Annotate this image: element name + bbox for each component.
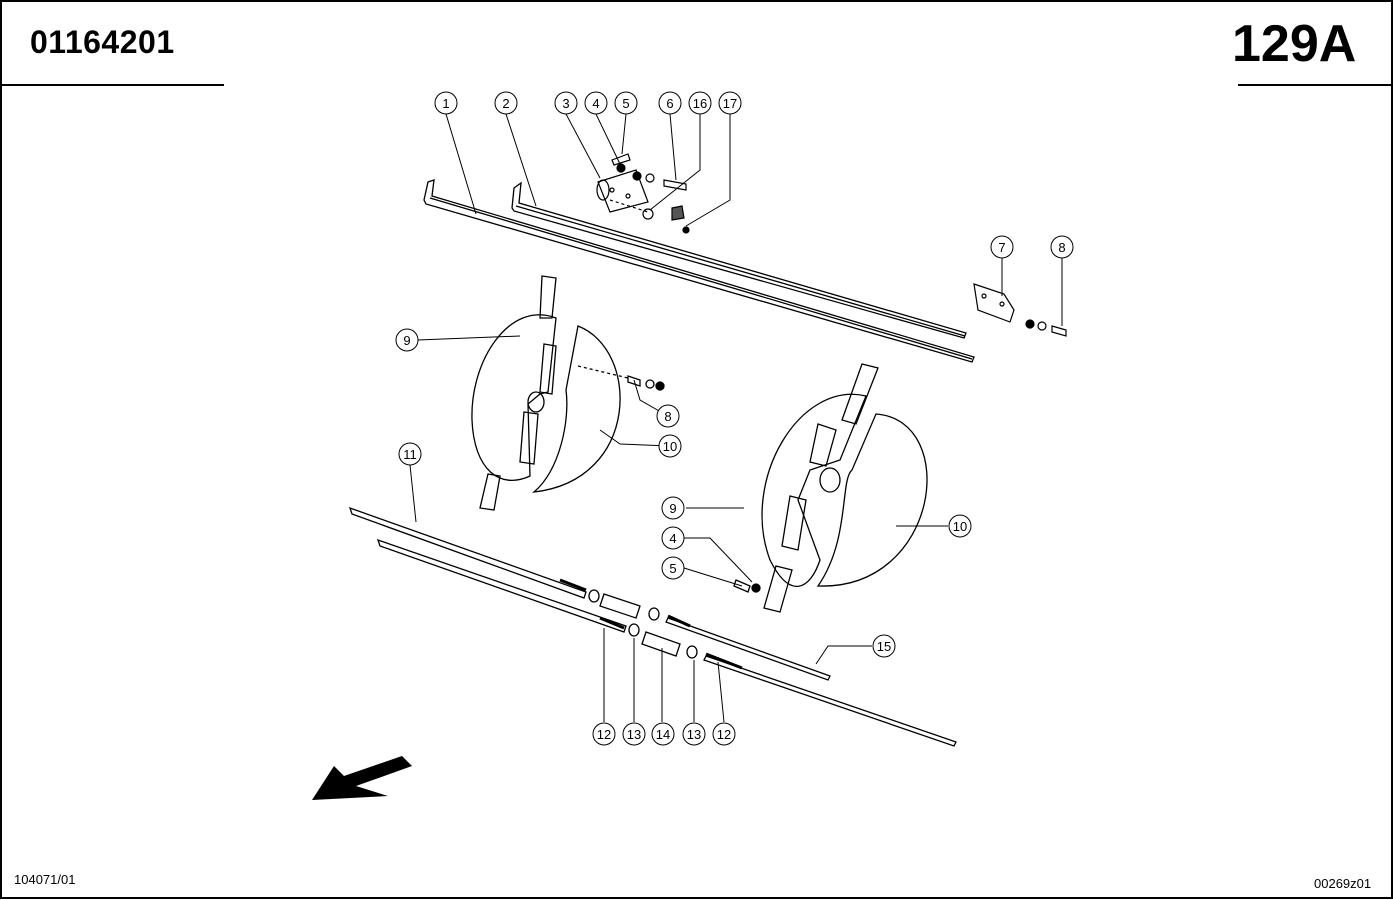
- page-code: 129A: [1232, 15, 1357, 73]
- callout-10: 10: [948, 514, 972, 538]
- svg-text:2: 2: [502, 96, 509, 111]
- svg-text:11: 11: [403, 447, 417, 462]
- leader-lines: [409, 113, 1063, 723]
- callout-4: 4: [584, 91, 608, 115]
- callout-5: 5: [614, 91, 638, 115]
- callout-2: 2: [494, 91, 518, 115]
- svg-text:1: 1: [442, 96, 449, 111]
- svg-text:8: 8: [1058, 240, 1065, 255]
- lower-shaft-assembly: [348, 506, 957, 747]
- callout-8: 8: [1050, 235, 1074, 259]
- callout-13: 13: [682, 722, 706, 746]
- svg-text:8: 8: [664, 409, 671, 424]
- svg-text:9: 9: [669, 501, 676, 516]
- svg-text:13: 13: [687, 727, 701, 742]
- rod-1: [423, 179, 975, 363]
- svg-text:12: 12: [597, 727, 611, 742]
- svg-text:14: 14: [656, 727, 670, 742]
- callout-15: 15: [872, 634, 896, 658]
- bracket-7: [973, 283, 1067, 337]
- callout-9: 9: [395, 328, 419, 352]
- part-number: 01164201: [30, 24, 175, 60]
- svg-text:17: 17: [723, 96, 737, 111]
- svg-text:10: 10: [953, 519, 967, 534]
- reference-left: 104071/01: [14, 872, 76, 887]
- callout-11: 11: [398, 442, 422, 466]
- svg-text:4: 4: [592, 96, 599, 111]
- callout-14: 14: [651, 722, 675, 746]
- disc-assembly-left: [471, 275, 665, 511]
- callout-12: 12: [712, 722, 736, 746]
- callouts: 1 2 3 4 5 6 16 17 7 8 9 8 10 11 9 10 4 5…: [395, 91, 1074, 746]
- callout-4: 4: [661, 526, 685, 550]
- svg-text:5: 5: [669, 561, 676, 576]
- callout-3: 3: [554, 91, 578, 115]
- disc-assembly-right: [733, 363, 928, 613]
- bracket-assembly-top: [596, 153, 690, 234]
- svg-text:12: 12: [717, 727, 731, 742]
- direction-arrow-icon: [312, 756, 412, 800]
- svg-text:6: 6: [666, 96, 673, 111]
- callout-1: 1: [434, 91, 458, 115]
- reference-right: 00269z01: [1314, 876, 1372, 891]
- callout-13: 13: [622, 722, 646, 746]
- svg-text:10: 10: [663, 439, 677, 454]
- callout-17: 17: [718, 91, 742, 115]
- svg-text:16: 16: [693, 96, 707, 111]
- rod-2: [511, 181, 967, 339]
- svg-text:9: 9: [403, 333, 410, 348]
- svg-text:15: 15: [877, 639, 891, 654]
- callout-9: 9: [661, 496, 685, 520]
- svg-text:13: 13: [627, 727, 641, 742]
- svg-text:3: 3: [562, 96, 569, 111]
- callout-6: 6: [658, 91, 682, 115]
- callout-12: 12: [592, 722, 616, 746]
- callout-8: 8: [656, 404, 680, 428]
- svg-text:4: 4: [669, 531, 676, 546]
- callout-7: 7: [990, 235, 1014, 259]
- svg-text:5: 5: [622, 96, 629, 111]
- callout-5: 5: [661, 556, 685, 580]
- svg-text:7: 7: [998, 240, 1005, 255]
- callout-10: 10: [658, 434, 682, 458]
- callout-16: 16: [688, 91, 712, 115]
